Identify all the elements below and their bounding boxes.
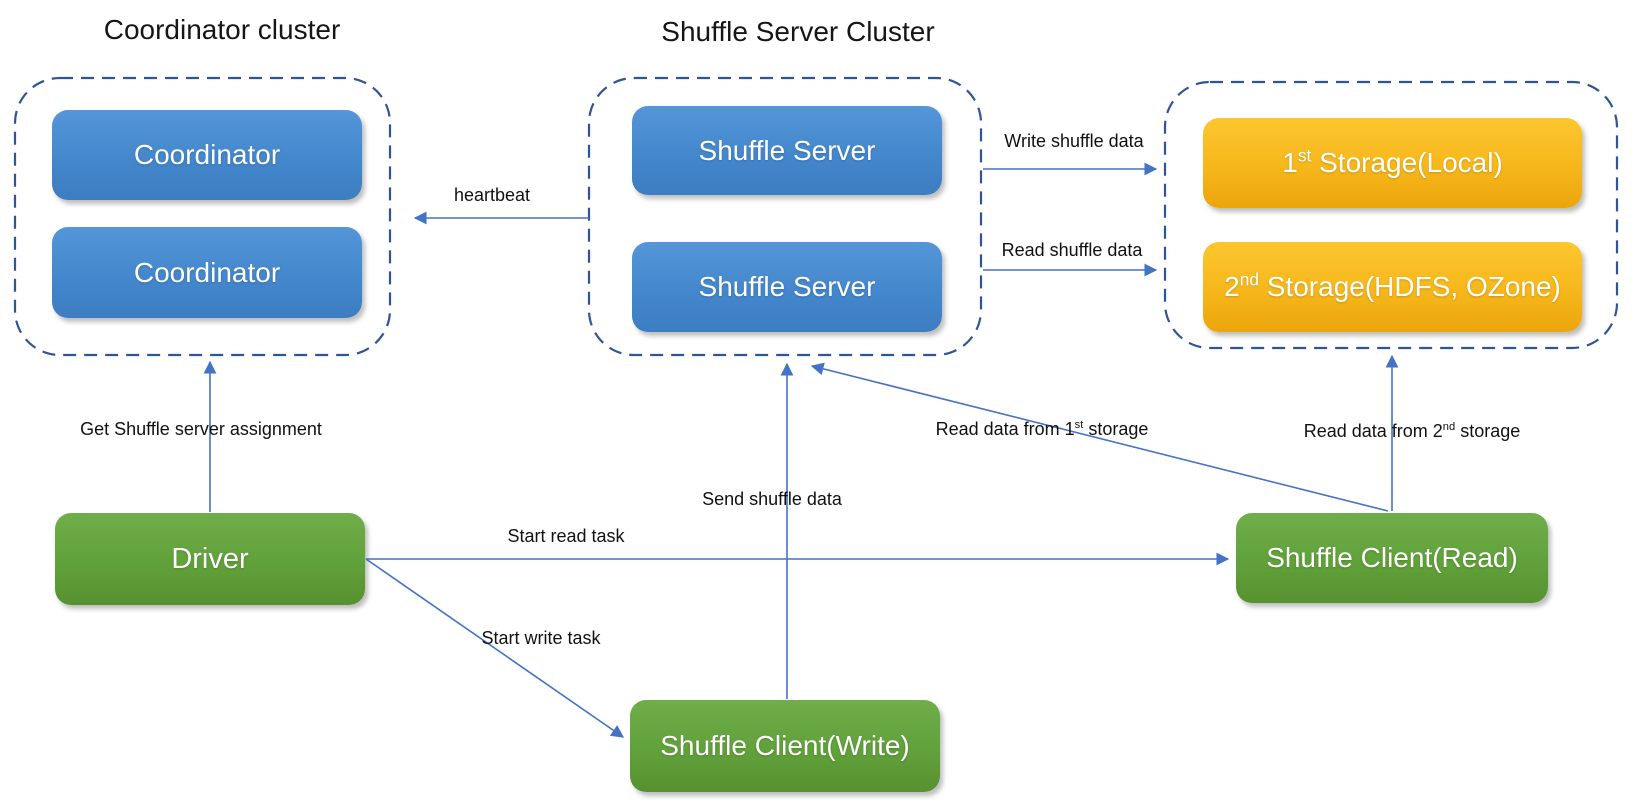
storage-node-2nd-label: 2nd Storage(HDFS, OZone): [1224, 269, 1561, 302]
coordinator-node-1-label: Coordinator: [133, 139, 281, 170]
shuffle-client-write-label: Shuffle Client(Write): [660, 730, 910, 761]
coordinator-node-2-label: Coordinator: [133, 256, 281, 288]
shuffle-server-node-1: Shuffle Server: [632, 106, 942, 195]
shuffle-server-node-1-label: Shuffle Server: [698, 134, 876, 166]
shuffle-client-write-node: Shuffle Client(Write): [630, 700, 940, 792]
arrow-read-data-from-1st-storage: [810, 362, 1389, 512]
edge-label-start-read-task: Start read task: [507, 526, 625, 546]
shuffle-server-cluster-outline: [587, 76, 983, 357]
storage-cluster-outline: [1163, 80, 1619, 350]
shuffle-server-cluster-title: Shuffle Server Cluster: [661, 16, 935, 47]
driver-node: Driver: [55, 513, 365, 605]
storage-node-2nd: 2nd Storage(HDFS, OZone): [1203, 242, 1582, 332]
edge-label-read-data-from-2nd-storage: Read data from 2nd storage: [1303, 421, 1521, 441]
edge-label-heartbeat: heartbeat: [453, 185, 531, 205]
coordinator-node-1: Coordinator: [52, 110, 362, 200]
edge-label-read-data-from-1st-storage: Read data from 1st storage: [935, 419, 1149, 439]
coordinator-node-2: Coordinator: [52, 227, 362, 318]
shuffle-client-read-label: Shuffle Client(Read): [1266, 542, 1518, 573]
coordinator-cluster-outline: [13, 76, 392, 357]
storage-node-1st: 1st Storage(Local): [1203, 118, 1582, 208]
coordinator-cluster-title: Coordinator cluster: [103, 14, 341, 45]
edge-label-start-write-task: Start write task: [481, 628, 601, 648]
edge-label-get-shuffle-server-assignment: Get Shuffle server assignment: [80, 419, 322, 439]
edge-label-write-shuffle-data: Write shuffle data: [1004, 131, 1144, 151]
shuffle-server-node-2: Shuffle Server: [632, 242, 942, 332]
shuffle-client-read-node: Shuffle Client(Read): [1236, 513, 1548, 603]
driver-node-label: Driver: [171, 542, 249, 575]
edge-label-send-shuffle-data: Send shuffle data: [702, 489, 842, 509]
arrow-start-write-task: [365, 558, 625, 738]
edge-label-read-shuffle-data: Read shuffle data: [1001, 240, 1143, 260]
storage-node-1st-label: 1st Storage(Local): [1282, 145, 1503, 178]
shuffle-server-node-2-label: Shuffle Server: [698, 271, 876, 302]
